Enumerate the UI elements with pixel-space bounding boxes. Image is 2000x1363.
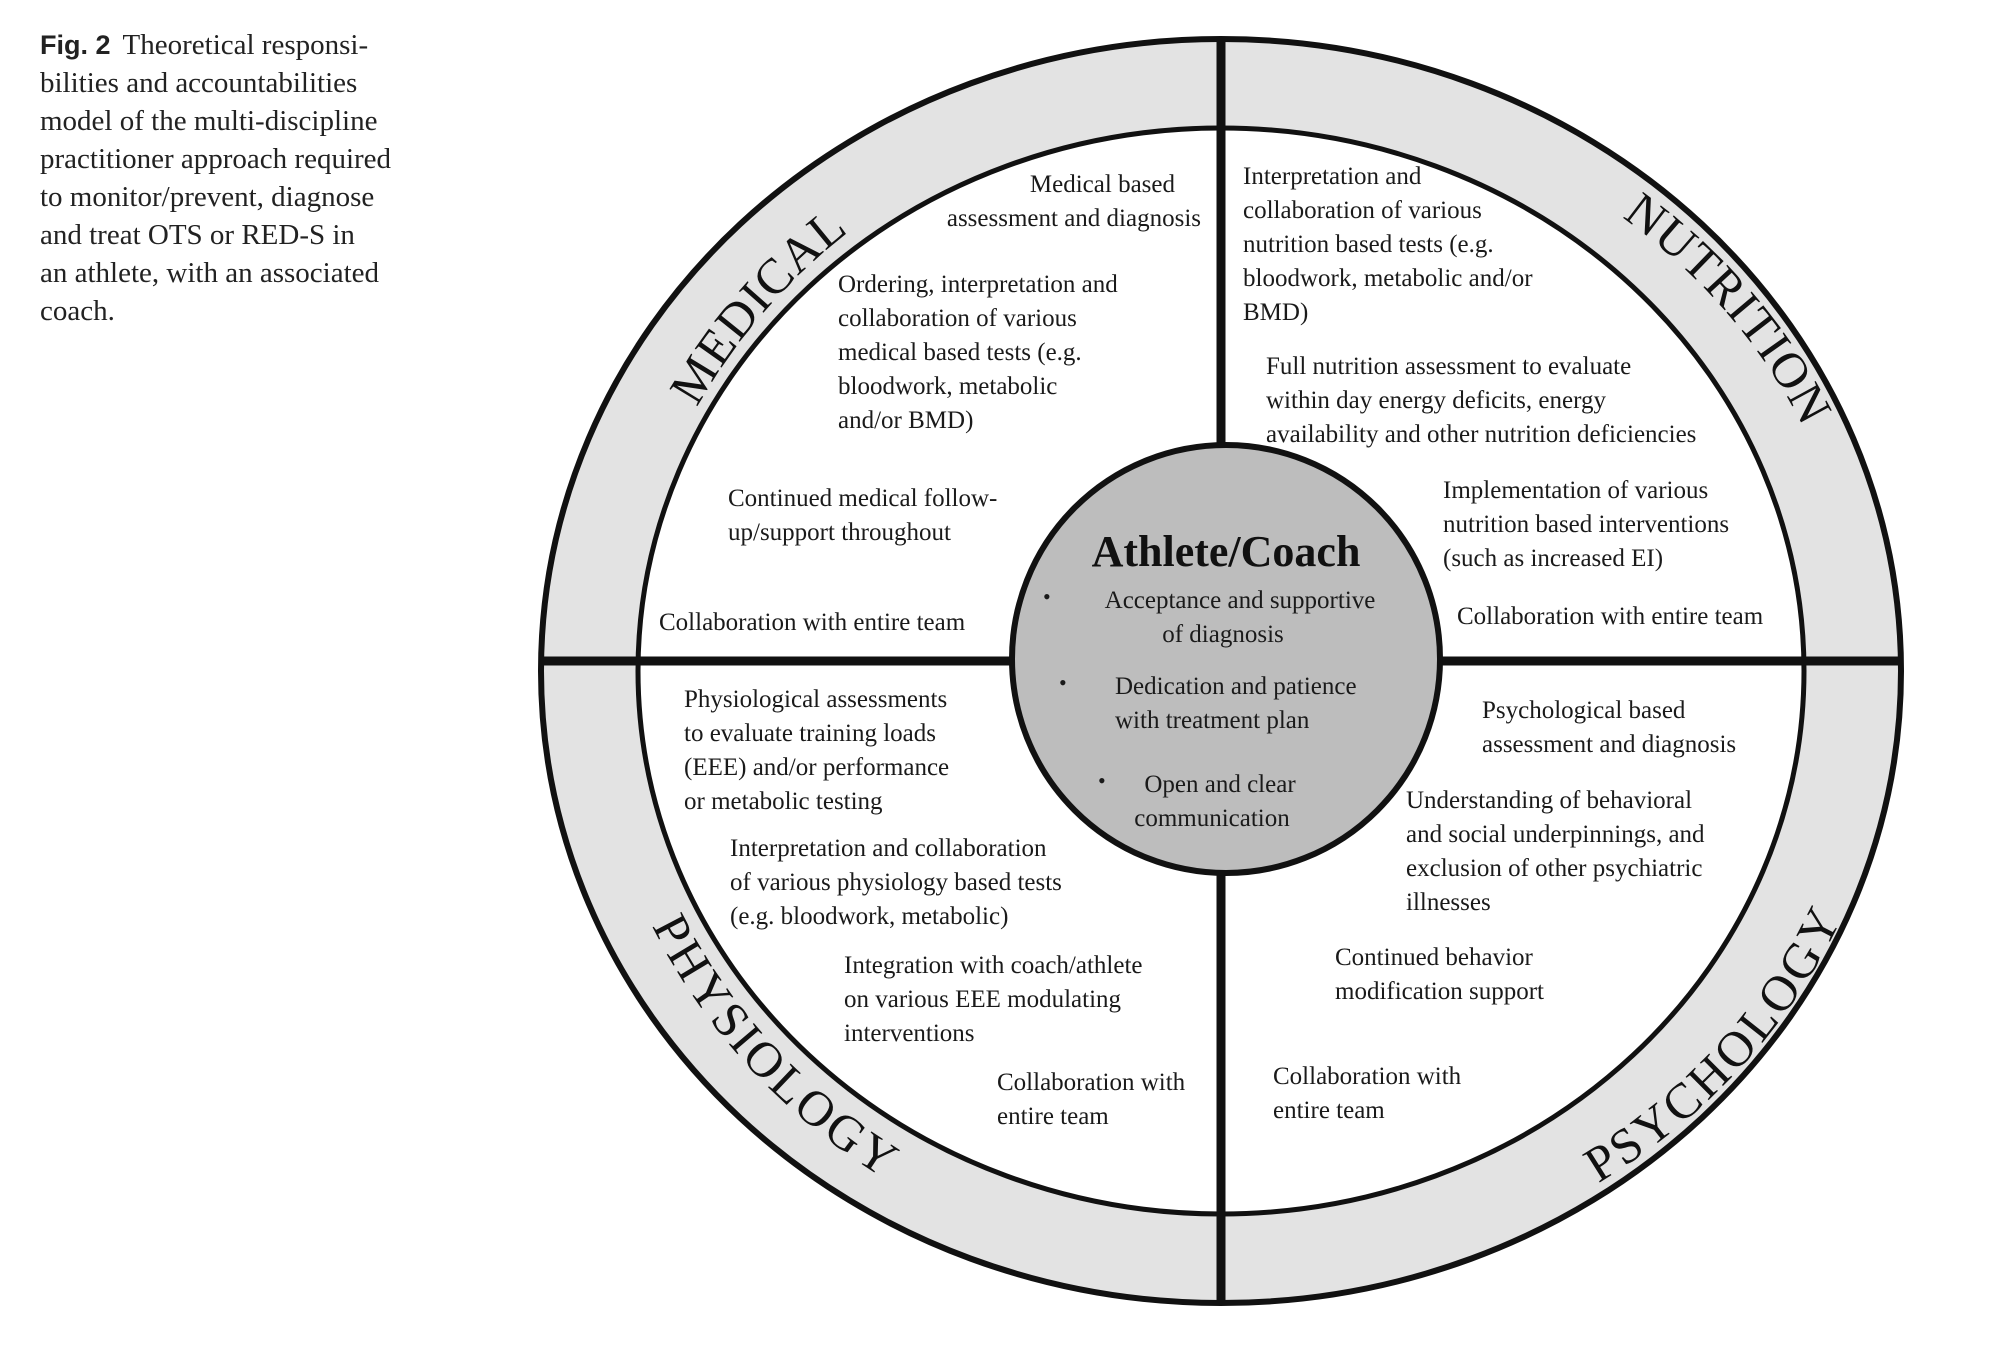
medical-item-1: Medical based assessment and diagnosis [947, 171, 1201, 232]
nutrition-line: nutrition based interventions [1443, 511, 1729, 538]
bullet-dot: • [1098, 768, 1106, 793]
center-item-1: • Acceptance and supportive of diagnosis [1043, 584, 1375, 648]
physiology-line: of various physiology based tests [730, 869, 1062, 896]
nutrition-line: (such as increased EI) [1443, 545, 1663, 572]
medical-item-2: Ordering, interpretation and collaborati… [838, 271, 1118, 434]
center-title: Athlete/Coach [1092, 527, 1361, 576]
bullet-dot: • [1043, 584, 1051, 609]
physiology-item-4: Collaboration with entire team [997, 1069, 1186, 1130]
nutrition-item-1: Interpretation and collaboration of vari… [1243, 163, 1533, 326]
bullet-dot: • [1059, 670, 1067, 695]
psychology-line: modification support [1335, 978, 1544, 1005]
physiology-line: Collaboration with [997, 1069, 1186, 1096]
medical-line: assessment and diagnosis [947, 205, 1201, 232]
psychology-line: and social underpinnings, and [1406, 821, 1705, 848]
physiology-line: entire team [997, 1103, 1109, 1130]
caption-line: bilities and accountabilities [40, 67, 358, 99]
psychology-line: exclusion of other psychiatric [1406, 855, 1702, 882]
medical-line: and/or BMD) [838, 407, 973, 434]
medical-item-4: Collaboration with entire team [659, 609, 966, 636]
medical-quadrant: Medical based assessment and diagnosis O… [659, 171, 1201, 636]
physiology-item-1: Physiological assessments to evaluate tr… [684, 686, 949, 815]
psychology-item-3: Continued behavior modification support [1335, 944, 1544, 1005]
psychology-line: illnesses [1406, 889, 1491, 916]
nutrition-line: availability and other nutrition deficie… [1266, 421, 1696, 448]
medical-line: Continued medical follow- [728, 485, 997, 512]
center-item-line: Open and clear [1144, 771, 1296, 798]
psychology-item-4: Collaboration with entire team [1273, 1063, 1462, 1124]
medical-line: Ordering, interpretation and [838, 271, 1118, 298]
center-item-line: with treatment plan [1115, 707, 1310, 734]
nutrition-line: Full nutrition assessment to evaluate [1266, 353, 1631, 380]
nutrition-line: bloodwork, metabolic and/or [1243, 265, 1533, 292]
center-circle [1009, 442, 1443, 876]
physiology-line: interventions [844, 1020, 975, 1047]
psychology-line: Understanding of behavioral [1406, 787, 1692, 814]
nutrition-item-4: Collaboration with entire team [1457, 603, 1764, 630]
medical-line: medical based tests (e.g. [838, 339, 1082, 366]
center-item-line: Acceptance and supportive [1105, 587, 1376, 614]
nutrition-line: Interpretation and [1243, 163, 1422, 190]
medical-line: up/support throughout [728, 519, 951, 546]
physiology-line: (e.g. bloodwork, metabolic) [730, 903, 1008, 930]
caption-line: an athlete, with an associated [40, 257, 380, 289]
nutrition-quadrant: Interpretation and collaboration of vari… [1243, 163, 1764, 630]
caption-line: practitioner approach required [40, 143, 392, 175]
physiology-item-3: Integration with coach/athlete on variou… [844, 952, 1143, 1047]
caption-line: coach. [40, 295, 115, 327]
center-item-3: • Open and clear communication [1098, 768, 1296, 832]
caption-line: Theoretical responsi- [122, 29, 369, 61]
figure-label: Fig. 2 [40, 30, 111, 60]
psychology-line: Collaboration with [1273, 1063, 1462, 1090]
medical-line: bloodwork, metabolic [838, 373, 1057, 400]
psychology-line: assessment and diagnosis [1482, 731, 1736, 758]
figure-caption: Fig. 2 Theoretical responsi- bilities and… [40, 26, 460, 330]
physiology-line: Interpretation and collaboration [730, 835, 1047, 862]
nutrition-line: collaboration of various [1243, 197, 1482, 224]
nutrition-line: Collaboration with entire team [1457, 603, 1764, 630]
nutrition-item-3: Implementation of various nutrition base… [1443, 477, 1729, 572]
medical-line: collaboration of various [838, 305, 1077, 332]
psychology-item-1: Psychological based assessment and diagn… [1482, 697, 1736, 758]
psychology-line: Psychological based [1482, 697, 1686, 724]
nutrition-line: Implementation of various [1443, 477, 1708, 504]
physiology-line: (EEE) and/or performance [684, 754, 949, 781]
caption-line: to monitor/prevent, diagnose [40, 181, 375, 213]
medical-line: Collaboration with entire team [659, 609, 966, 636]
psychology-line: entire team [1273, 1097, 1385, 1124]
medical-item-3: Continued medical follow- up/support thr… [728, 485, 997, 546]
nutrition-line: BMD) [1243, 299, 1308, 326]
physiology-line: on various EEE modulating [844, 986, 1122, 1013]
center-item-line: communication [1134, 805, 1290, 832]
psychology-quadrant: Psychological based assessment and diagn… [1273, 697, 1736, 1124]
nutrition-item-2: Full nutrition assessment to evaluate wi… [1266, 353, 1696, 448]
physiology-line: Integration with coach/athlete [844, 952, 1143, 979]
nutrition-line: within day energy deficits, energy [1266, 387, 1606, 414]
caption-line: model of the multi-discipline [40, 105, 378, 137]
center-item-line: Dedication and patience [1115, 673, 1357, 700]
center-item-line: of diagnosis [1162, 621, 1284, 648]
physiology-line: Physiological assessments [684, 686, 947, 713]
center-item-2: • Dedication and patience with treatment… [1059, 670, 1357, 734]
physiology-line: to evaluate training loads [684, 720, 936, 747]
physiology-quadrant: Physiological assessments to evaluate tr… [684, 686, 1186, 1130]
psychology-item-2: Understanding of behavioral and social u… [1406, 787, 1705, 916]
psychology-line: Continued behavior [1335, 944, 1534, 971]
caption-line: and treat OTS or RED-S in [40, 219, 355, 251]
nutrition-line: nutrition based tests (e.g. [1243, 231, 1494, 258]
physiology-line: or metabolic testing [684, 788, 883, 815]
medical-line: Medical based [1030, 171, 1176, 198]
physiology-item-2: Interpretation and collaboration of vari… [730, 835, 1062, 930]
